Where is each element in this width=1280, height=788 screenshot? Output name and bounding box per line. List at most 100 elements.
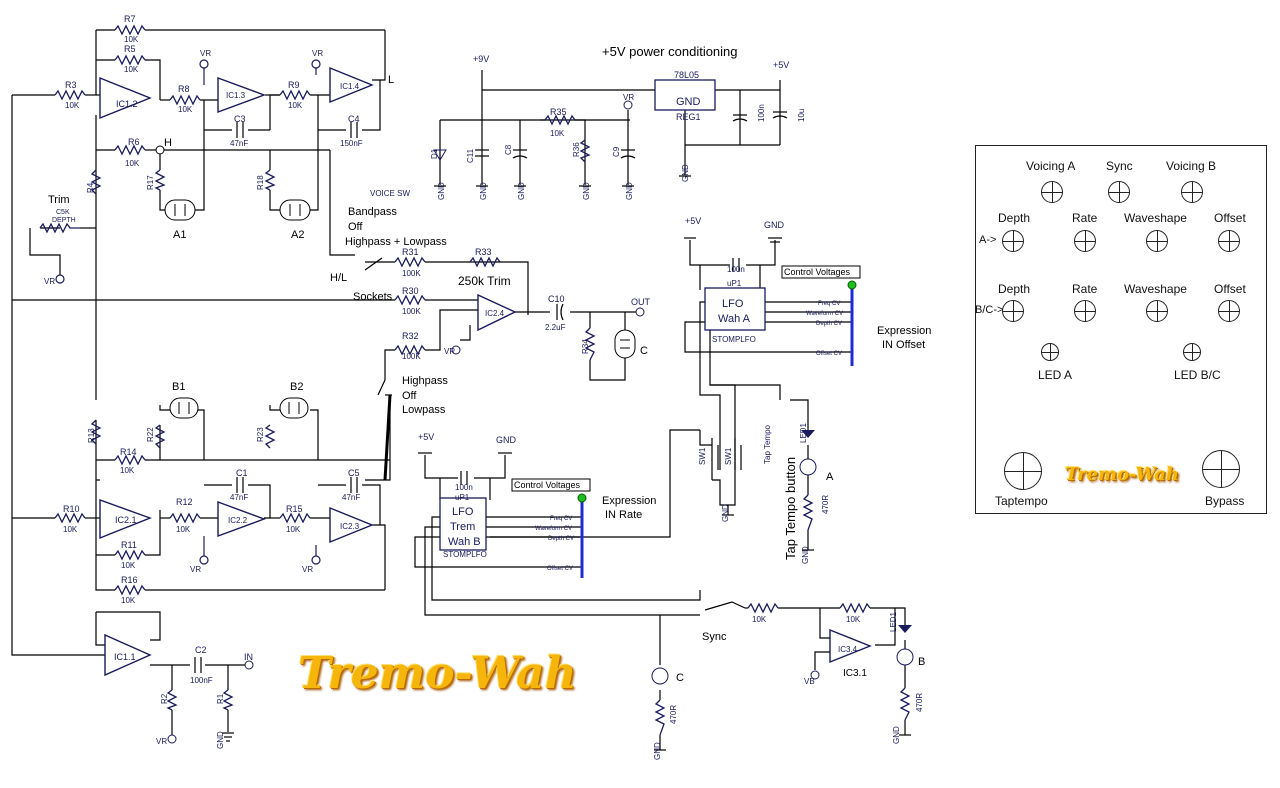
knob-sync[interactable] xyxy=(1108,181,1130,203)
lbl-trim-depth: DEPTH xyxy=(52,217,76,224)
val-r11: 10K xyxy=(121,561,136,570)
lbl-sockets: Sockets xyxy=(353,291,393,303)
lbl-gnd-leda: GND xyxy=(801,546,810,564)
label-waveshape-a: Waveshape xyxy=(1124,211,1187,225)
resistors-bot xyxy=(54,419,311,596)
lbl-c11: C11 xyxy=(466,148,475,163)
lbl-r17: R17 xyxy=(146,175,155,190)
lbl-in: IN xyxy=(244,652,253,662)
lbl-ic23: IC2.3 xyxy=(340,522,360,531)
lbl-r31: R31 xyxy=(402,247,419,257)
lbl-c4: C4 xyxy=(348,114,360,124)
led-a-branch xyxy=(790,399,814,551)
vr-bot xyxy=(199,536,321,565)
lbl-gnd-lfoa: GND xyxy=(764,220,785,230)
lbl-ldr-c: C xyxy=(640,345,648,357)
lbl-lfoa-foot: STOMPLFO xyxy=(712,335,756,344)
knob-depth-bc[interactable] xyxy=(1002,300,1024,322)
lbl-lfob-p3: Depth CV xyxy=(548,536,574,542)
lbl-sw1b: SW1 xyxy=(724,447,733,465)
label-voicing-a: Voicing A xyxy=(1026,159,1076,173)
lbl-c5: C5 xyxy=(348,468,360,478)
caps-top xyxy=(236,122,358,138)
lbl-gnd-ledb: GND xyxy=(892,726,901,744)
lbl-ic14: IC1.4 xyxy=(340,82,360,91)
lbl-lfob-p4: Offset CV xyxy=(547,566,573,572)
lbl-c7: 10u xyxy=(797,109,806,122)
tap-switches xyxy=(699,430,742,516)
opamps-mid xyxy=(477,293,517,332)
lbl-gnd-c9: GND xyxy=(625,182,634,200)
wires-top xyxy=(11,29,395,656)
lbl-gnd-c11: GND xyxy=(479,182,488,200)
lbl-lfob-p2: Waveform CV xyxy=(535,526,572,532)
val-r6: 10K xyxy=(125,159,140,168)
r470-a xyxy=(802,494,814,531)
lfo-b-wires xyxy=(414,429,701,616)
knob-voicing-b[interactable] xyxy=(1181,181,1203,203)
knob-waveshape-a[interactable] xyxy=(1146,230,1168,252)
caps-mid xyxy=(556,303,564,321)
lbl-vb: VB xyxy=(804,677,815,686)
opamp-ic11 xyxy=(104,633,152,677)
lbl-r22: R22 xyxy=(146,427,155,442)
r-fb xyxy=(839,602,871,614)
lbl-gnd-in: GND xyxy=(216,731,225,749)
lbl-gnd-c8: GND xyxy=(517,182,526,200)
lbl-ic22: IC2.2 xyxy=(228,516,248,525)
lbl-ic12: IC1.2 xyxy=(116,99,138,109)
label-bypass: Bypass xyxy=(1205,494,1245,508)
lbl-power-title: +5V power conditioning xyxy=(602,44,738,59)
lbl-lfoa-p1: Freq CV xyxy=(818,301,840,307)
lbl-lfob-p1: Freq CV xyxy=(550,516,572,522)
label-offset-bc: Offset xyxy=(1214,282,1246,296)
lbl-r8: R8 xyxy=(178,84,190,94)
vr-input xyxy=(167,734,177,744)
val-r9: 10K xyxy=(288,101,303,110)
led-b-circle xyxy=(896,648,914,666)
lbl-ic13: IC1.3 xyxy=(226,91,246,100)
val-r8: 10K xyxy=(178,105,193,114)
lbl-vr-23: VR xyxy=(302,565,313,574)
led1-b-sym xyxy=(898,625,912,633)
knob-offset-a[interactable] xyxy=(1218,230,1240,252)
caps-bot xyxy=(236,477,358,493)
resistors-mid xyxy=(394,256,596,361)
lbl-lfoa-c: 100n xyxy=(727,265,745,274)
lbl-b2: B2 xyxy=(290,381,303,393)
lbl-r470b: 470R xyxy=(915,693,924,712)
knob-rate-a[interactable] xyxy=(1074,230,1096,252)
wires-power xyxy=(439,70,781,185)
lbl-b1: B1 xyxy=(172,381,185,393)
knob-offset-bc[interactable] xyxy=(1218,300,1240,322)
lbl-voice-sw: VOICE SW xyxy=(370,189,410,198)
cap-c2 xyxy=(194,657,202,673)
lbl-vr-13: VR xyxy=(200,49,211,58)
lbl-lfoa-1: LFO xyxy=(722,298,744,310)
footswitch-bypass[interactable] xyxy=(1202,450,1240,488)
lbl-highpass: Highpass xyxy=(402,375,448,387)
led1-a-sym xyxy=(801,430,815,438)
val-r5: 10K xyxy=(124,65,139,74)
knob-voicing-a[interactable] xyxy=(1041,181,1063,203)
knob-rate-bc[interactable] xyxy=(1074,300,1096,322)
val-c1: 47nF xyxy=(230,493,248,502)
val-r14: 10K xyxy=(120,466,135,475)
r35 xyxy=(544,114,576,126)
wires-input xyxy=(95,611,245,735)
lbl-r30: R30 xyxy=(402,286,419,296)
val-c4: 150nF xyxy=(340,139,363,148)
lbl-c8: C8 xyxy=(504,144,513,155)
val-r3: 10K xyxy=(65,101,80,110)
footswitch-taptempo[interactable] xyxy=(1004,452,1042,490)
lbl-a1: A1 xyxy=(173,229,186,241)
knob-depth-a[interactable] xyxy=(1002,230,1024,252)
lbl-vr-14: VR xyxy=(312,49,323,58)
led-bc-hole xyxy=(1183,343,1201,361)
lbl-c9: C9 xyxy=(612,146,621,157)
knob-waveshape-bc[interactable] xyxy=(1146,300,1168,322)
lbl-5v-power: +5V xyxy=(773,60,789,70)
wires-bot xyxy=(12,405,390,591)
led-c-circle xyxy=(651,667,669,685)
ldrs-bot xyxy=(169,397,309,419)
